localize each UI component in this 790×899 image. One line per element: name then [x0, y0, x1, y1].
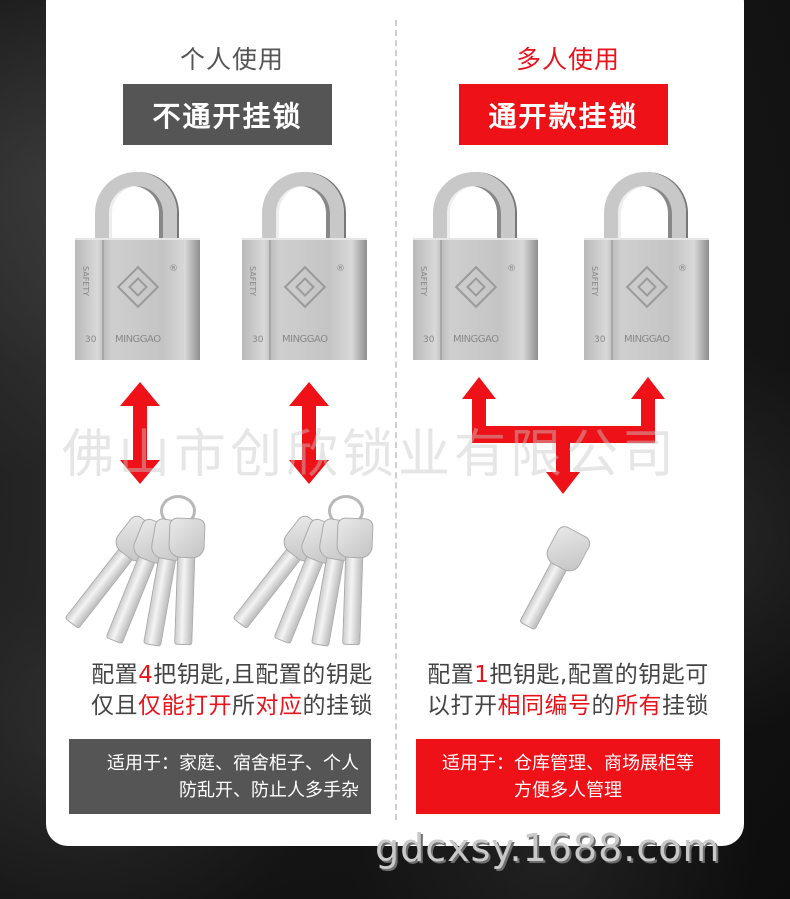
key-bunch-image: [232, 495, 390, 647]
single-key-image: [503, 510, 643, 660]
padlock-image: SAFETY 30 ® MINGGAO: [584, 172, 709, 372]
lock-size-text: 30: [423, 335, 435, 345]
padlock-image: SAFETY 30 ® MINGGAO: [242, 172, 367, 372]
brand-logo-icon: [283, 265, 327, 309]
key-description: 配置4把钥匙,且配置的钥匙 仅且仅能打开所对应的挂锁: [62, 660, 402, 722]
description-line-2: 以打开相同编号的所有挂锁: [427, 693, 709, 719]
lock-brand-text: MINGGAO: [453, 334, 499, 345]
key-bunch-image: [64, 495, 222, 647]
lock-brand-text: MINGGAO: [624, 334, 670, 345]
usage-note-line-1: 适用于：家庭、宿舍柜子、个人: [107, 752, 359, 774]
usage-note-box: 适用于：仓库管理、商场展柜等 方便多人管理: [416, 739, 720, 814]
registered-mark: ®: [169, 264, 178, 274]
lock-side-text: SAFETY: [248, 266, 257, 297]
lock-side-text: SAFETY: [81, 266, 90, 297]
padlock-image: SAFETY 30 ® MINGGAO: [413, 172, 538, 372]
padlock-image: SAFETY 30 ® MINGGAO: [75, 172, 200, 372]
lock-side-text: SAFETY: [419, 266, 428, 297]
registered-mark: ®: [507, 264, 516, 274]
key-description: 配置1把钥匙,配置的钥匙可 以打开相同编号的所有挂锁: [398, 660, 738, 722]
usage-note-line-2: 方便多人管理: [514, 779, 622, 801]
lock-size-text: 30: [85, 335, 97, 345]
usage-note-line-2: 防乱开、防止人多手杂: [179, 779, 359, 801]
panel-subtitle: 个人使用: [179, 45, 284, 74]
double-arrow-icon: [120, 382, 160, 484]
panel-subtitle: 多人使用: [515, 45, 620, 74]
description-line-2: 仅且仅能打开所对应的挂锁: [91, 693, 373, 719]
lock-side-text: SAFETY: [590, 266, 599, 297]
registered-mark: ®: [678, 264, 687, 274]
brand-logo-icon: [625, 265, 669, 309]
key-icon: [174, 522, 197, 646]
double-arrow-icon: [289, 382, 329, 484]
company-watermark: 佛山市创欣锁业有限公司: [62, 425, 679, 485]
site-url-watermark: gdcxsy.1688.com: [375, 826, 721, 870]
panel-title-badge: 通开款挂锁: [459, 84, 668, 145]
lock-brand-text: MINGGAO: [282, 334, 328, 345]
registered-mark: ®: [336, 264, 345, 274]
usage-note-box: 适用于：家庭、宿舍柜子、个人 防乱开、防止人多手杂: [69, 739, 371, 814]
lock-size-text: 30: [252, 335, 264, 345]
description-line-1: 配置4把钥匙,且配置的钥匙: [91, 662, 373, 688]
lock-brand-text: MINGGAO: [115, 334, 161, 345]
center-dashed-divider: [395, 20, 397, 820]
padlock-body: SAFETY 30 ® MINGGAO: [242, 238, 367, 360]
lock-size-text: 30: [594, 335, 606, 345]
description-line-1: 配置1把钥匙,配置的钥匙可: [427, 662, 709, 688]
panel-title-badge: 不通开挂锁: [123, 84, 332, 145]
padlock-body: SAFETY 30 ® MINGGAO: [584, 238, 709, 360]
padlock-body: SAFETY 30 ® MINGGAO: [413, 238, 538, 360]
key-icon: [342, 522, 365, 646]
key-icon: [518, 531, 583, 631]
brand-logo-icon: [116, 265, 160, 309]
padlock-body: SAFETY 30 ® MINGGAO: [75, 238, 200, 360]
brand-logo-icon: [454, 265, 498, 309]
usage-note-line-1: 适用于：仓库管理、商场展柜等: [442, 752, 694, 774]
